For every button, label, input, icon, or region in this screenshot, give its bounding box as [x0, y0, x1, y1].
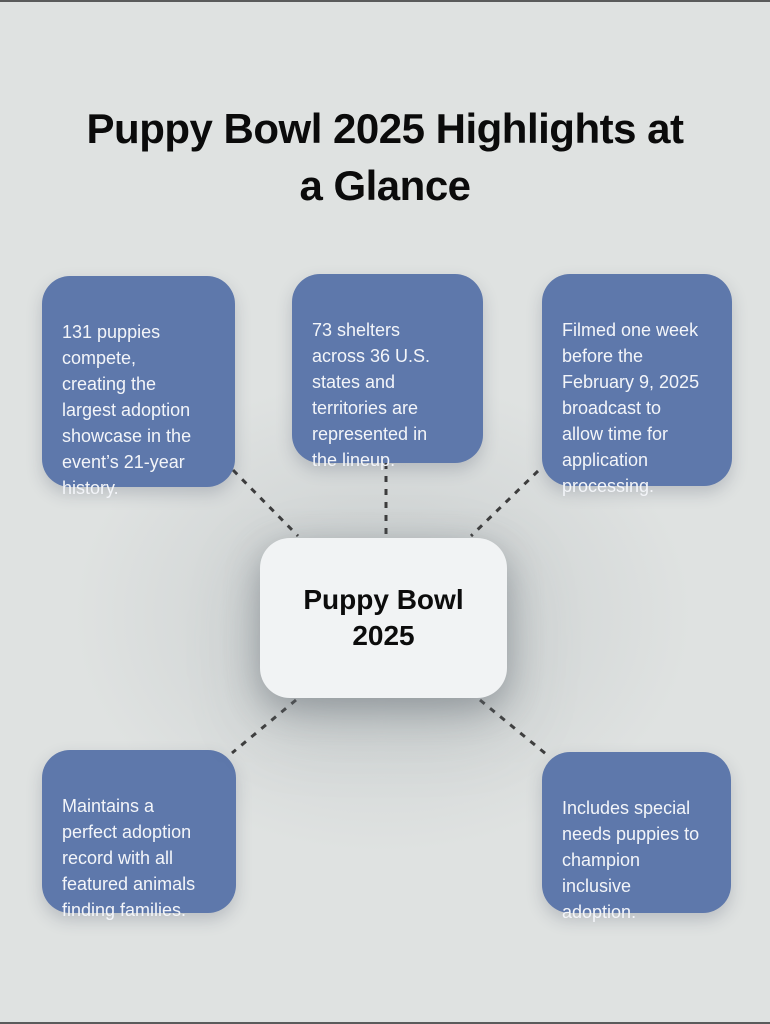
page-title: Puppy Bowl 2025 Highlights at a Glance	[86, 105, 684, 210]
connector-top-right	[469, 469, 540, 538]
fact-card-filming: Filmed one week before the February 9, 2…	[542, 274, 732, 496]
fact-card-puppies-count: 131 puppies compete, creating the larges…	[42, 276, 235, 498]
connector-bottom-right	[479, 698, 547, 756]
fact-card-special-needs: Includes special needs puppies to champi…	[542, 752, 731, 922]
fact-card-shelters: 73 shelters across 36 U.S. states and te…	[292, 274, 483, 470]
center-node-puppy-bowl-2025: Puppy Bowl 2025	[260, 538, 507, 698]
fact-card-text: 131 puppies compete, creating the larges…	[62, 322, 192, 498]
connector-top-left	[231, 468, 300, 538]
top-edge-line	[0, 0, 770, 2]
fact-card-text: Includes special needs puppies to champi…	[562, 798, 700, 922]
fact-card-text: 73 shelters across 36 U.S. states and te…	[312, 320, 431, 470]
connector-bottom-left	[231, 698, 297, 755]
fact-card-text: Maintains a perfect adoption record with…	[62, 796, 196, 920]
fact-card-adoption-record: Maintains a perfect adoption record with…	[42, 750, 236, 920]
center-node-label: Puppy Bowl 2025	[303, 584, 464, 651]
bottom-edge-line	[0, 1022, 770, 1024]
fact-card-text: Filmed one week before the February 9, 2…	[562, 320, 700, 496]
